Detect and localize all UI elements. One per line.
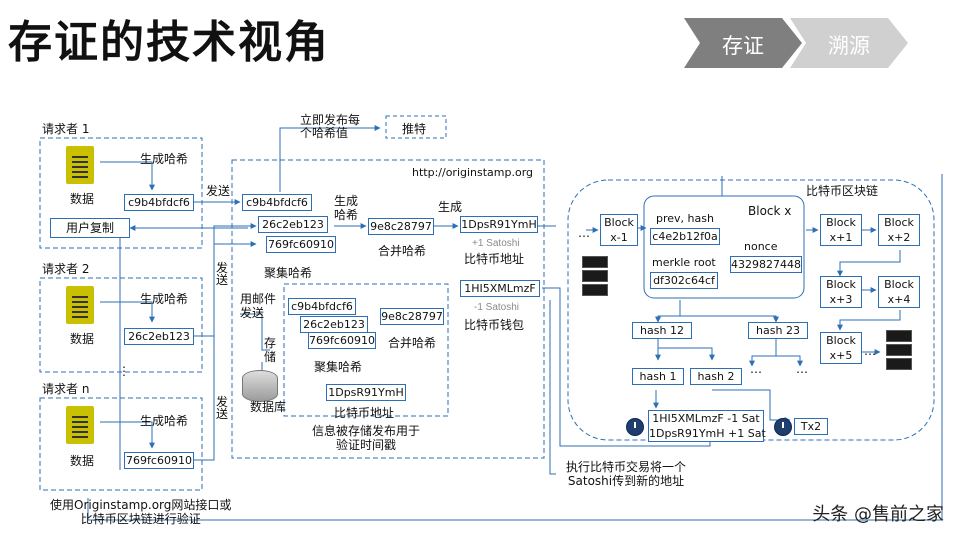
exec-label: 执行比特币交易将一个 Satoshi传到新的地址 — [566, 460, 687, 488]
generate-label: 生成 — [438, 200, 463, 214]
clock-icon — [774, 418, 792, 436]
requester-1-data-label: 数据 — [70, 192, 95, 206]
hash-1: hash 1 — [632, 368, 684, 385]
requester-n-data-label: 数据 — [70, 454, 95, 468]
prev-hash-label: prev, hash — [656, 212, 714, 225]
hash-23: hash 23 — [748, 322, 808, 339]
requester-1-label: 请求者 1 — [42, 122, 90, 136]
requester-1-hash-label: 生成哈希 — [140, 152, 189, 166]
stacked-hash-3: 769fc60910 — [266, 236, 336, 253]
merkle-root-value: df302c64cf — [650, 272, 718, 289]
db-aggregate-label: 聚集哈希 — [314, 360, 363, 374]
hash-2: hash 2 — [690, 368, 742, 385]
blockchain-title: 比特币区块链 — [806, 184, 879, 198]
database-icon — [242, 370, 278, 402]
tx1-line1: 1HI5XMLmzF -1 Sat — [652, 412, 760, 425]
db-address-label: 比特币地址 — [334, 406, 395, 420]
block-x-plus-3: Block x+3 — [820, 276, 862, 308]
user-copy-button[interactable]: 用户复制 — [50, 218, 130, 238]
chevron-shape — [684, 18, 802, 68]
block-x-plus-4: Block x+4 — [878, 276, 920, 308]
chain-dots-left: … — [578, 226, 590, 240]
requester-2-hash: 26c2eb123 — [124, 328, 194, 345]
clock-icon — [626, 418, 644, 436]
verify-label: 使用Originstamp.org网站接口或 比特币区块链进行验证 — [50, 498, 232, 526]
tab-existence-proof[interactable]: 存证 — [684, 18, 802, 68]
db-caption: 信息被存储发布用于 验证时间戳 — [312, 424, 421, 452]
db-merged-hash: 9e8c28797 — [380, 308, 444, 325]
gen-hash-label: 生成 哈希 — [334, 194, 359, 222]
tree-dots-1: … — [750, 362, 762, 376]
publish-label: 立即发布每 个哈希值 — [300, 113, 361, 140]
document-icon — [66, 146, 94, 184]
chain-dots-right: … — [864, 344, 876, 358]
plus-satoshi: +1 Satoshi — [472, 238, 520, 249]
block-x-plus-1: Block x+1 — [820, 214, 862, 246]
block-x-minus-1: Block x-1 — [600, 214, 638, 246]
tab-existence-proof-label: 存证 — [722, 34, 764, 58]
prev-hash-value: c4e2b12f0a — [650, 228, 720, 245]
db-stacked-hash-1: c9b4bfdcf6 — [288, 298, 356, 315]
stacked-hash-1: c9b4bfdcf6 — [242, 194, 312, 211]
tab-traceability[interactable]: 溯源 — [790, 18, 908, 68]
document-icon — [66, 406, 94, 444]
db-stacked-hash-3: 769fc60910 — [308, 332, 376, 349]
send-label-vertical: 发送 — [216, 261, 229, 287]
wallet-label: 比特币钱包 — [464, 318, 525, 332]
requester-n-hash: 769fc60910 — [124, 452, 194, 469]
page-title: 存证的技术视角 — [8, 17, 330, 68]
requester-2-hash-label: 生成哈希 — [140, 292, 189, 306]
watermark: 头条 @售前之家 — [812, 504, 944, 525]
ellipsis-vertical: ⋮ — [118, 364, 130, 378]
database-label: 数据库 — [250, 400, 287, 414]
merge-label: 合并哈希 — [378, 244, 427, 258]
stacked-hash-2: 26c2eb123 — [258, 216, 328, 233]
chevron-shape — [790, 18, 908, 68]
server-icon — [886, 330, 912, 370]
merged-hash: 9e8c28797 — [368, 218, 434, 235]
tree-dots-2: … — [796, 362, 808, 376]
requester-2-label: 请求者 2 — [42, 262, 90, 276]
btc-address: 1DpsR91YmH — [460, 216, 538, 233]
tx1-line2: 1DpsR91YmH +1 Sat — [649, 427, 766, 440]
document-icon — [66, 286, 94, 324]
nonce-value: 4329827448 — [730, 256, 802, 273]
merkle-root-label: merkle root — [652, 256, 716, 269]
twitter-label[interactable]: 推特 — [402, 122, 427, 136]
requester-n-label: 请求者 n — [42, 382, 90, 396]
btc-wallet: 1HI5XMLmzF — [460, 280, 540, 297]
block-x-label: Block x — [748, 204, 792, 218]
address-label: 比特币地址 — [464, 252, 525, 266]
db-btc-address: 1DpsR91YmH — [326, 384, 406, 401]
block-x-plus-5: Block x+5 — [820, 332, 862, 364]
aggregate-label: 聚集哈希 — [264, 266, 313, 280]
hash-12: hash 12 — [632, 322, 692, 339]
email-label: 用邮件 发送 — [240, 292, 277, 320]
requester-2-data-label: 数据 — [70, 332, 95, 346]
requester-1-hash: c9b4bfdcf6 — [124, 194, 194, 211]
tx2: Tx2 — [794, 418, 828, 435]
send-label: 发送 — [206, 184, 231, 198]
block-x-plus-2: Block x+2 — [878, 214, 920, 246]
tx1: 1HI5XMLmzF -1 Sat 1DpsR91YmH +1 Sat — [648, 410, 766, 442]
db-merge-label: 合并哈希 — [388, 336, 437, 350]
send-label-vertical: 发送 — [216, 395, 229, 421]
db-stacked-hash-2: 26c2eb123 — [300, 316, 368, 333]
requester-n-hash-label: 生成哈希 — [140, 414, 189, 428]
originstamp-url[interactable]: http://originstamp.org — [412, 166, 534, 179]
nonce-label: nonce — [744, 240, 778, 253]
minus-satoshi: -1 Satoshi — [474, 302, 520, 313]
store-label: 存 储 — [264, 336, 277, 364]
server-icon — [582, 256, 608, 296]
tab-traceability-label: 溯源 — [828, 34, 870, 58]
